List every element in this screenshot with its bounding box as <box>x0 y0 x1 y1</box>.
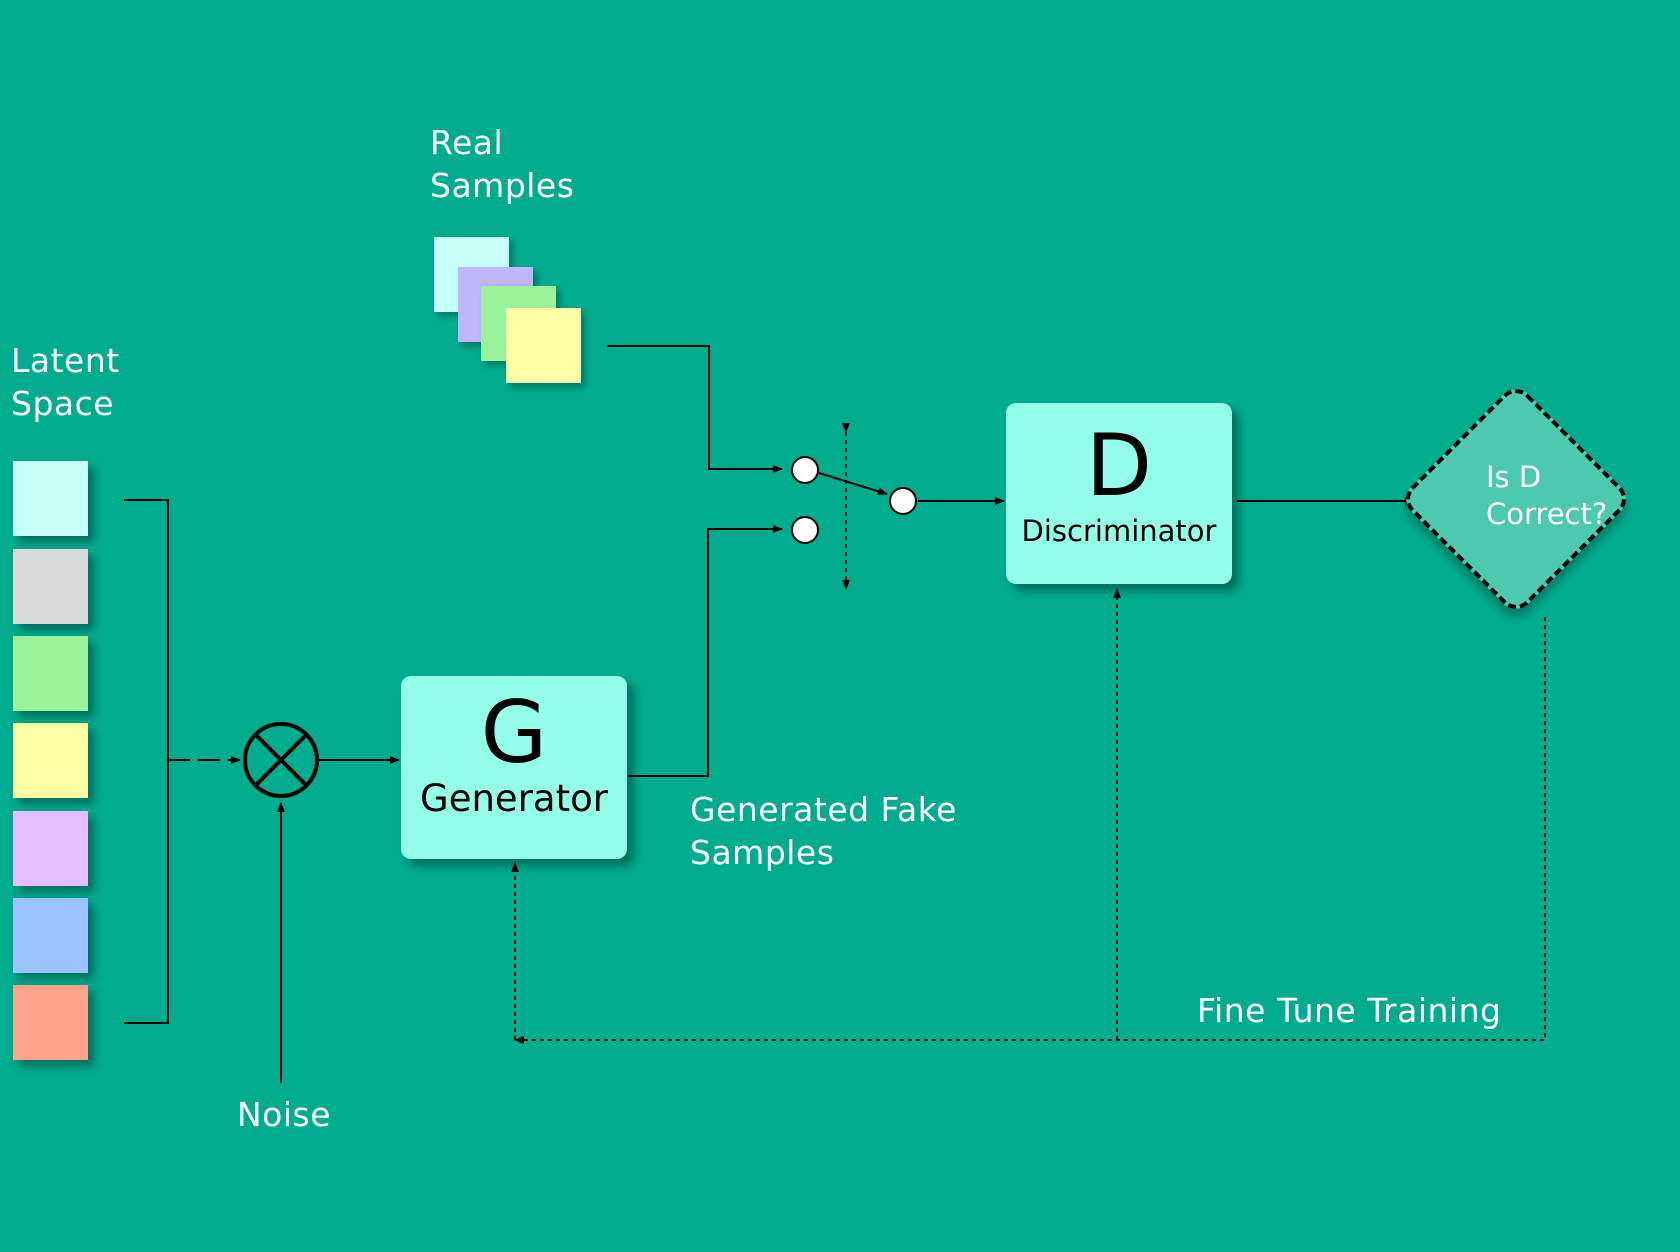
decision-label: Is D Correct? <box>1486 459 1607 533</box>
generator-letter: G <box>480 683 548 783</box>
multiply-circle-icon <box>243 722 319 798</box>
real-samples-label: Real Samples <box>430 121 574 207</box>
real-to-switch-arrow <box>607 345 783 473</box>
generator-block: G Generator <box>401 676 627 859</box>
latent-square-4 <box>13 723 88 798</box>
latent-square-3 <box>13 636 88 711</box>
switch-lever-line <box>818 472 888 496</box>
latent-square-2 <box>13 549 88 624</box>
generated-fake-samples-label-line-2: Samples <box>690 833 835 872</box>
latent-square-7 <box>13 985 88 1060</box>
generated-fake-samples-label-line-1: Generated Fake <box>690 790 957 829</box>
discriminator-name: Discriminator <box>1021 514 1217 548</box>
real-samples-label-line-2: Samples <box>430 166 575 205</box>
decision-label-line-1: Is D <box>1486 460 1542 494</box>
switch-input-real-node <box>791 456 819 484</box>
decision-label-line-2: Correct? <box>1486 497 1608 531</box>
switch-output-node <box>889 487 917 515</box>
latent-square-5 <box>13 811 88 886</box>
noise-label: Noise <box>237 1095 332 1134</box>
latent-space-label: Latent Space <box>11 339 120 425</box>
latent-square-1 <box>13 461 88 536</box>
latent-space-label-line-2: Space <box>11 384 115 423</box>
real-sample-square-4 <box>506 308 581 383</box>
generated-fake-samples-label: Generated Fake Samples <box>690 788 957 874</box>
generator-name: Generator <box>420 777 608 820</box>
latent-square-6 <box>13 898 88 973</box>
generator-to-switch-arrow <box>628 525 783 777</box>
discriminator-letter: D <box>1085 416 1153 516</box>
latent-space-label-line-1: Latent <box>11 341 120 380</box>
fine-tune-training-label: Fine Tune Training <box>1197 991 1502 1030</box>
real-samples-label-line-1: Real <box>430 123 504 162</box>
latent-bracket-line <box>124 499 169 1024</box>
feedback-from-decision-line <box>514 617 1546 1044</box>
switch-input-fake-node <box>791 516 819 544</box>
discriminator-block: D Discriminator <box>1006 403 1232 584</box>
